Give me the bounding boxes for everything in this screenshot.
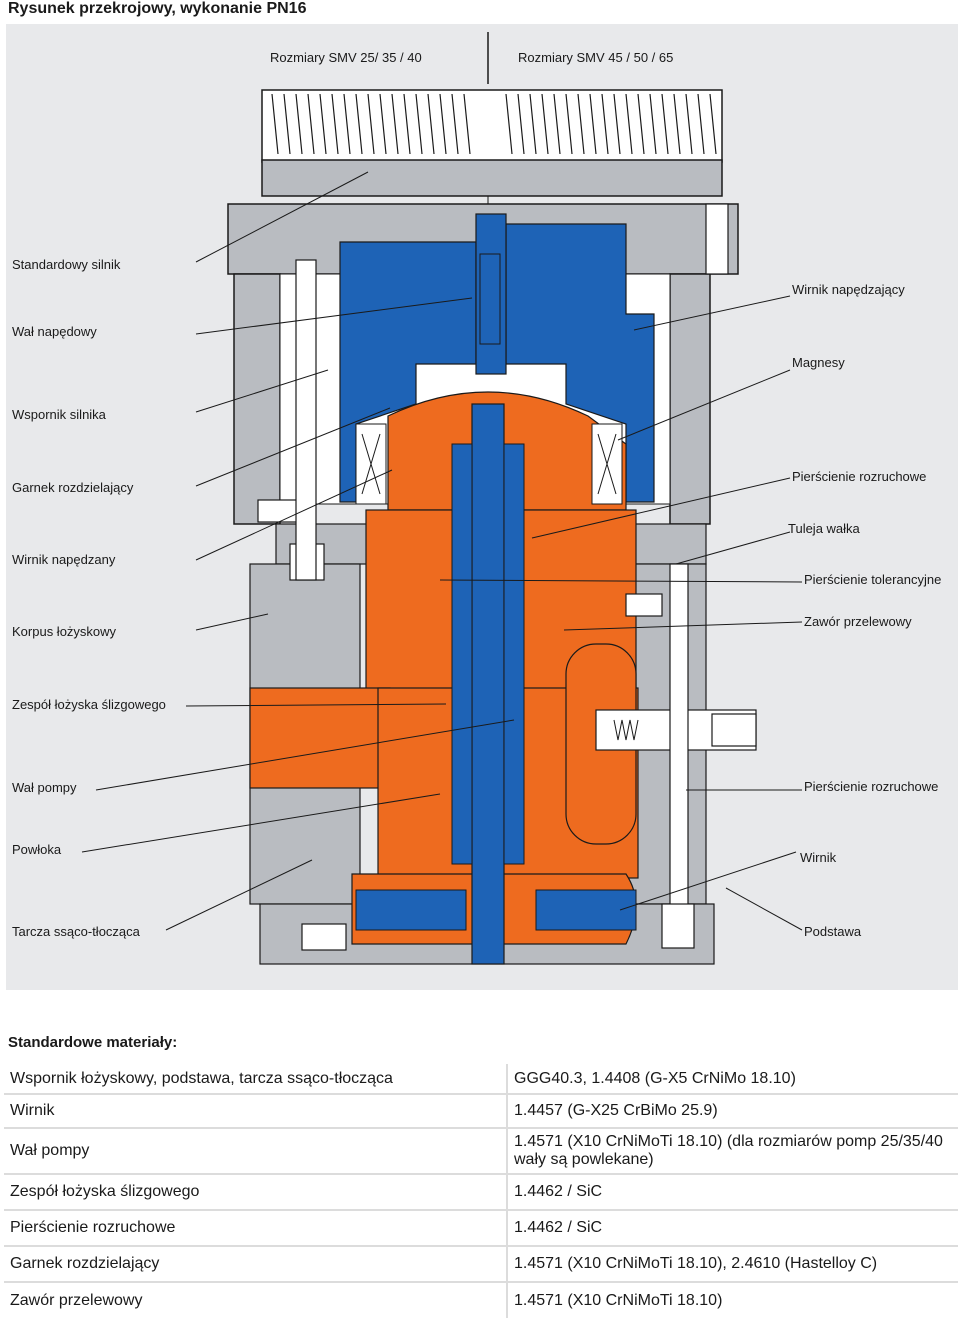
- callout-bearing-housing: Korpus łożyskowy: [12, 624, 117, 639]
- material-value: 1.4457 (G-X25 CrBiMo 25.9): [507, 1094, 958, 1129]
- callout-motor-bracket: Wspornik silnika: [12, 407, 106, 422]
- motor-fan: [261, 89, 723, 197]
- table-row: Garnek rozdzielający 1.4571 (X10 CrNiMoT…: [4, 1246, 958, 1283]
- callout-relief-valve: Zawór przelewowy: [804, 614, 912, 629]
- material-part: Pierścienie rozruchowe: [4, 1210, 508, 1247]
- leader-lines-left: [81, 171, 515, 931]
- table-row: Pierścienie rozruchowe 1.4462 / SiC: [4, 1210, 958, 1247]
- bolts: [257, 259, 695, 951]
- callout-magnets: Magnesy: [792, 355, 845, 370]
- materials-table: Wspornik łożyskowy, podstawa, tarcza ssą…: [4, 1064, 958, 1318]
- callout-tolerance-rings: Pierścienie tolerancyjne: [804, 572, 942, 587]
- callout-drive-shaft: Wał napędowy: [12, 324, 97, 339]
- material-part: Garnek rozdzielający: [4, 1246, 508, 1283]
- leader-lines-right: [439, 295, 803, 931]
- table-row: Zespół łożyska ślizgowego 1.4462 / SiC: [4, 1174, 958, 1211]
- table-row: Wspornik łożyskowy, podstawa, tarcza ssą…: [4, 1064, 958, 1095]
- callout-start-rings-bottom: Pierścienie rozruchowe: [804, 779, 939, 794]
- callout-driven-rotor: Wirnik napędzany: [12, 552, 116, 567]
- material-part: Wał pompy: [4, 1128, 508, 1175]
- material-part: Wirnik: [4, 1094, 508, 1129]
- table-row: Wał pompy 1.4571 (X10 CrNiMoTi 18.10) (d…: [4, 1128, 958, 1175]
- size-label-right: Rozmiary SMV 45 / 50 / 65: [518, 50, 674, 65]
- callout-impeller: Wirnik: [800, 850, 837, 865]
- callout-driving-rotor: Wirnik napędzający: [792, 282, 905, 297]
- material-value: 1.4462 / SiC: [507, 1210, 958, 1247]
- material-value: 1.4571 (X10 CrNiMoTi 18.10), 2.4610 (Has…: [507, 1246, 958, 1283]
- callout-pump-shaft: Wał pompy: [12, 780, 77, 795]
- pump-shaft: [355, 403, 637, 965]
- size-label-left: Rozmiary SMV 25/ 35 / 40: [270, 50, 422, 65]
- page-title: Rysunek przekrojowy, wykonanie PN16: [8, 0, 307, 17]
- material-value: 1.4571 (X10 CrNiMoTi 18.10) (dla rozmiar…: [507, 1128, 958, 1175]
- callout-suction-discharge-disc: Tarcza ssąco-tłocząca: [12, 924, 140, 939]
- material-part: Wspornik łożyskowy, podstawa, tarcza ssą…: [4, 1064, 508, 1095]
- materials-heading: Standardowe materiały:: [8, 1034, 178, 1051]
- callout-coating: Powłoka: [12, 842, 62, 857]
- material-value: GGG40.3, 1.4408 (G-X5 CrNiMo 18.10): [507, 1064, 958, 1095]
- callout-base: Podstawa: [804, 924, 862, 939]
- table-row: Zawór przelewowy 1.4571 (X10 CrNiMoTi 18…: [4, 1282, 958, 1318]
- table-row: Wirnik 1.4457 (G-X25 CrBiMo 25.9): [4, 1094, 958, 1129]
- callout-containment-shell: Garnek rozdzielający: [12, 480, 134, 495]
- material-part: Zespół łożyska ślizgowego: [4, 1174, 508, 1211]
- relief-valve: [595, 709, 757, 751]
- material-part: Zawór przelewowy: [4, 1282, 508, 1318]
- callout-shaft-sleeve: Tuleja wałka: [788, 521, 860, 536]
- callout-start-rings-top: Pierścienie rozruchowe: [792, 469, 927, 484]
- pump-cross-section-drawing: [81, 32, 803, 965]
- drive-rotor: [339, 213, 655, 503]
- material-value: 1.4462 / SiC: [507, 1174, 958, 1211]
- material-value: 1.4571 (X10 CrNiMoTi 18.10): [514, 1291, 723, 1309]
- callout-slide-bearing: Zespół łożyska ślizgowego: [12, 697, 166, 712]
- callout-standard-motor: Standardowy silnik: [12, 257, 121, 272]
- cross-section-figure: Rozmiary SMV 25/ 35 / 40 Rozmiary SMV 45…: [6, 24, 958, 990]
